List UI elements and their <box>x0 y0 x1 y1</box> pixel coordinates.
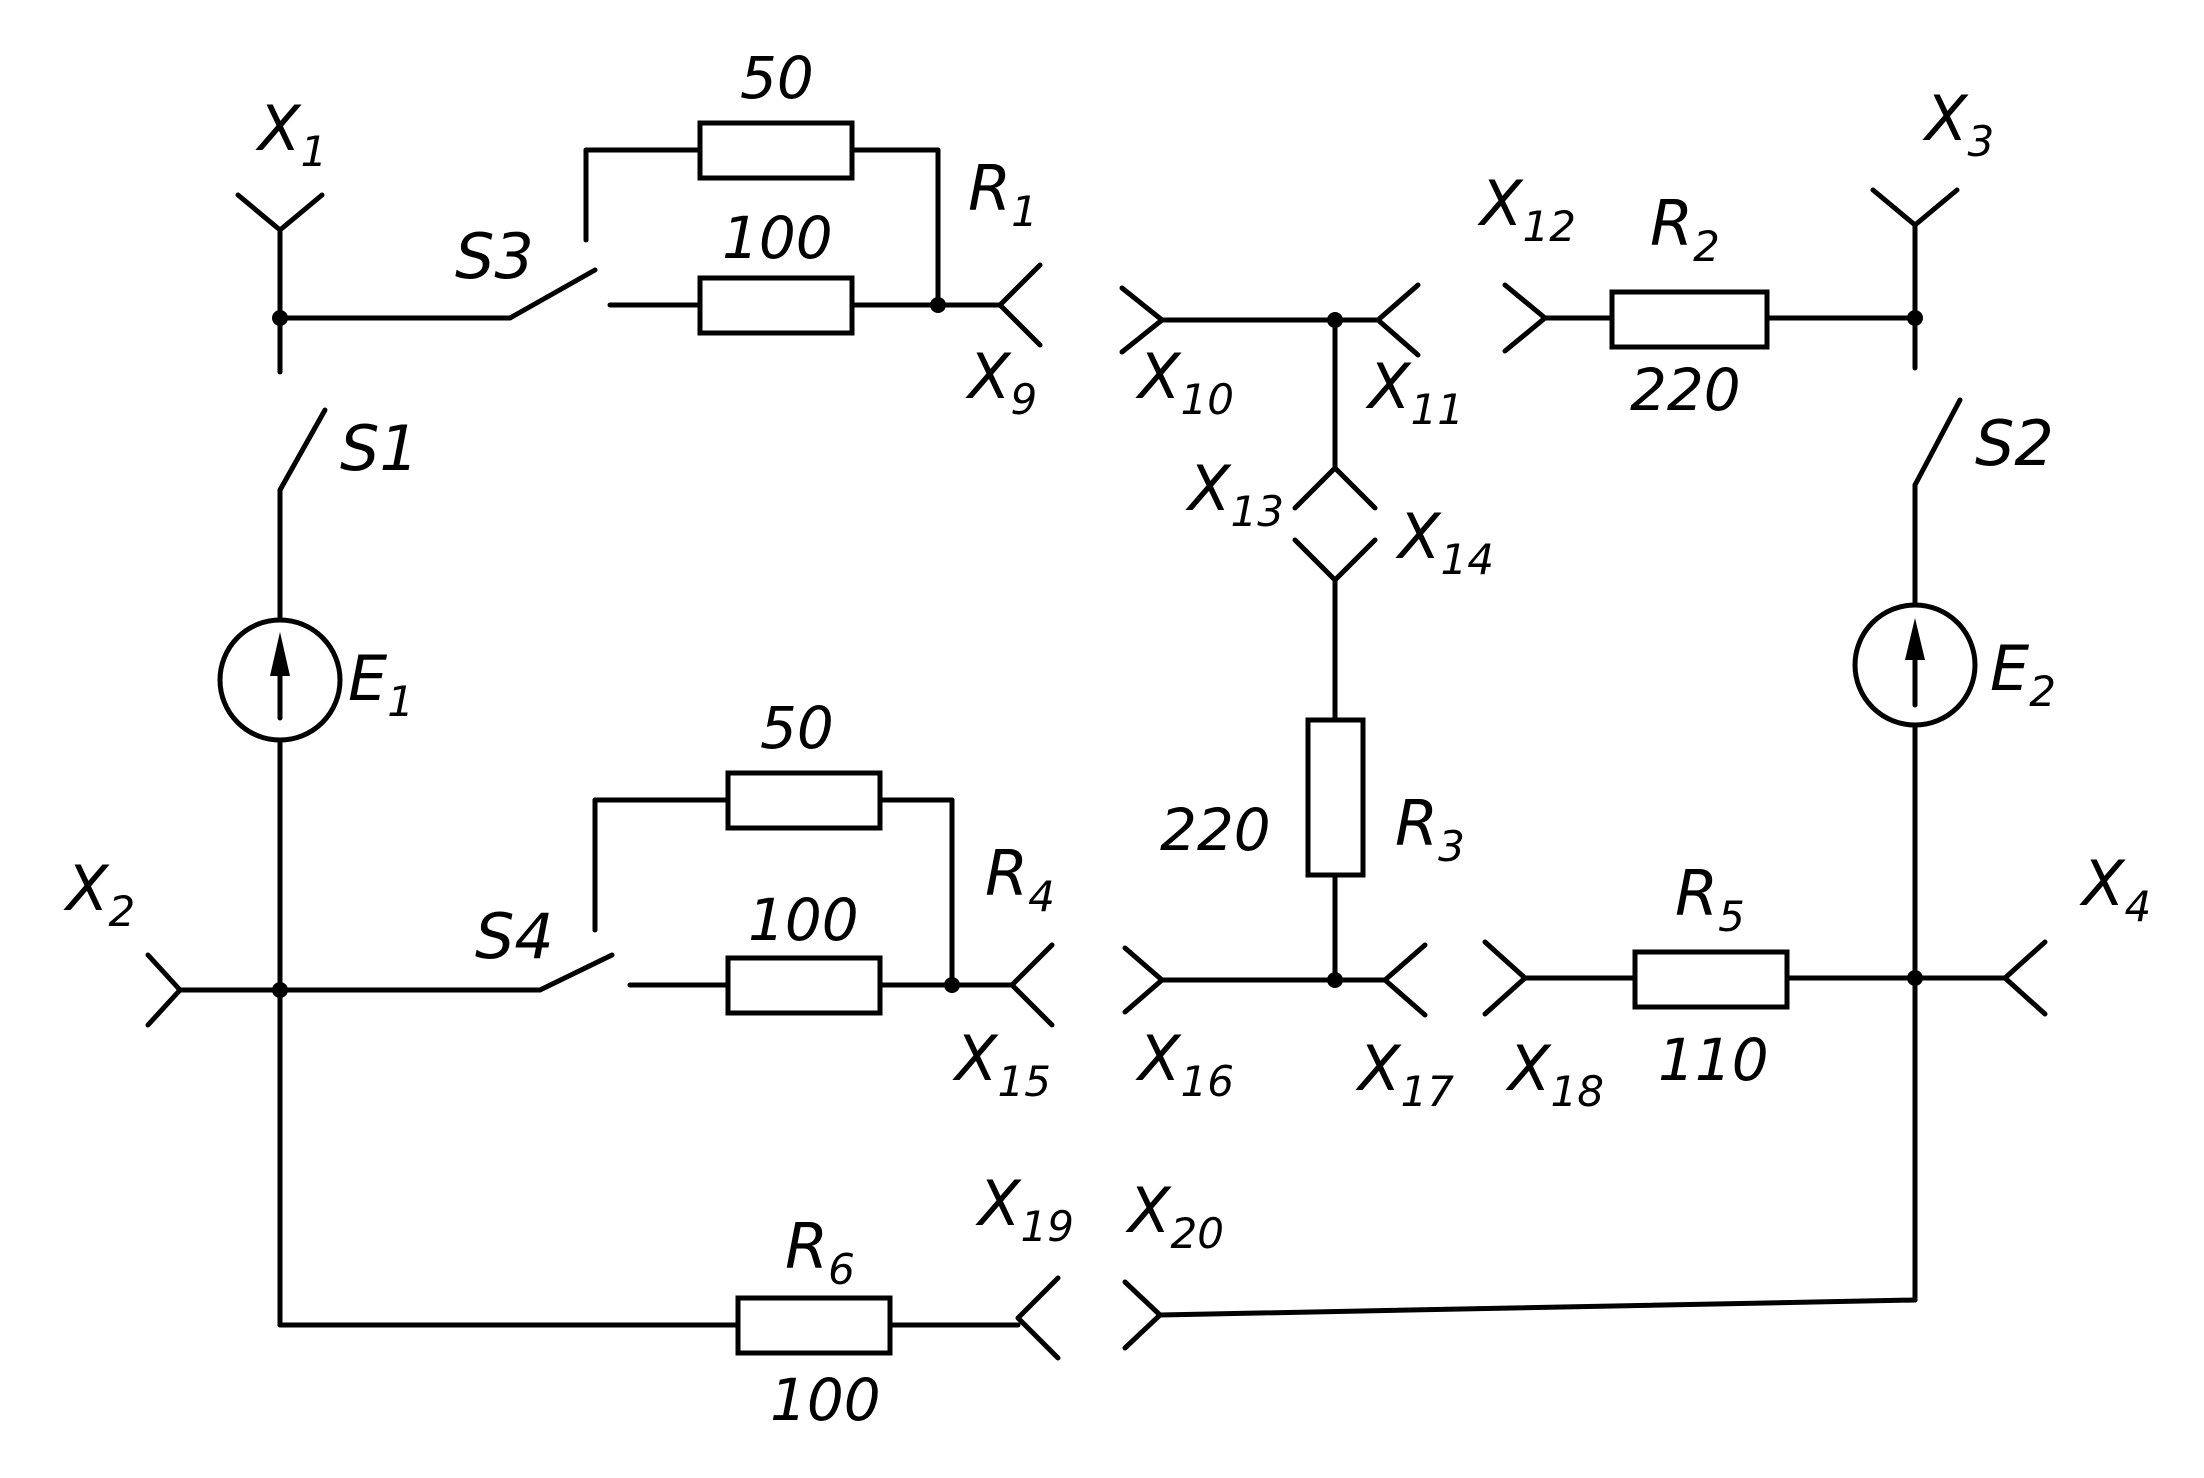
r6-label: R6 <box>785 1210 855 1294</box>
x17-label: X17 <box>1355 1032 1454 1116</box>
x12-connector <box>1502 282 1548 354</box>
x1-connector <box>235 192 325 375</box>
x19-label: X19 <box>975 1167 1074 1251</box>
x19-connector <box>1015 1275 1061 1361</box>
r4-value-100: 100 <box>748 886 859 954</box>
r4-label: R4 <box>985 837 1055 921</box>
r2-value: 220 <box>1630 356 1741 424</box>
r5-value: 110 <box>1658 1026 1769 1094</box>
x2-connector <box>145 952 183 1028</box>
x9-label: X9 <box>965 340 1037 424</box>
r3-value: 220 <box>1160 796 1271 864</box>
r5-label: R5 <box>1675 857 1745 941</box>
x20-label: X20 <box>1125 1174 1224 1258</box>
wire-right-bottom <box>1157 1297 1918 1318</box>
x3-connector <box>1870 187 1960 371</box>
x11-label: X11 <box>1365 350 1464 434</box>
r4-resistor-50 <box>725 770 955 831</box>
x18-connector <box>1482 939 1528 1017</box>
x17-connector <box>1382 942 1428 1018</box>
r5-resistor <box>1632 949 2008 1010</box>
x15-connector <box>1009 942 1055 1028</box>
r2-label: R2 <box>1650 187 1720 271</box>
s2-label: S2 <box>1975 407 2054 480</box>
x9-connector <box>997 262 1043 348</box>
x3-label: X3 <box>1922 82 1994 166</box>
x16-label: X16 <box>1135 1022 1234 1106</box>
x10-label: X10 <box>1135 340 1234 424</box>
x1-label: X1 <box>255 92 327 176</box>
r4-value-50: 50 <box>760 694 834 762</box>
x4-connector <box>2002 939 2048 1017</box>
x12-label: X12 <box>1477 167 1576 251</box>
r1-value-100: 100 <box>722 204 833 272</box>
node-left-bottom <box>272 982 288 998</box>
r2-resistor <box>1609 289 1918 350</box>
s3-label: S3 <box>455 220 534 293</box>
x14-connector <box>1292 537 1378 583</box>
x20-connector <box>1122 1279 1163 1351</box>
r1-resistor-50 <box>697 120 941 181</box>
x18-label: X18 <box>1505 1032 1604 1116</box>
r1-node <box>930 297 946 313</box>
r1-value-50: 50 <box>740 44 814 112</box>
e2-source <box>1852 602 1978 973</box>
e1-source <box>217 617 343 1328</box>
x13-connector <box>1292 465 1378 511</box>
r6-value: 100 <box>770 1366 881 1434</box>
s2-switch <box>1912 397 1963 608</box>
s1-switch <box>277 407 328 623</box>
s4-label: S4 <box>475 900 554 973</box>
x4-label: X4 <box>2079 847 2151 931</box>
s1-label: S1 <box>340 412 419 485</box>
r3-label: R3 <box>1395 787 1465 871</box>
r6-resistor <box>735 1295 1021 1356</box>
x15-label: X15 <box>952 1022 1051 1106</box>
s4-switch <box>537 797 731 993</box>
x14-label: X14 <box>1395 500 1494 584</box>
x13-label: X13 <box>1185 452 1284 536</box>
x16-connector <box>1122 945 1165 1015</box>
x11-connector <box>1375 282 1421 358</box>
r1-resistor-100 <box>697 275 1003 336</box>
x2-label: X2 <box>63 852 135 936</box>
e1-label: E1 <box>348 642 414 726</box>
s3-switch <box>507 147 703 321</box>
r3-resistor <box>1305 717 1366 983</box>
r4-resistor-100 <box>725 955 1015 1016</box>
r4-node <box>944 977 960 993</box>
r1-label: R1 <box>968 152 1038 236</box>
e2-label: E2 <box>1990 632 2056 716</box>
